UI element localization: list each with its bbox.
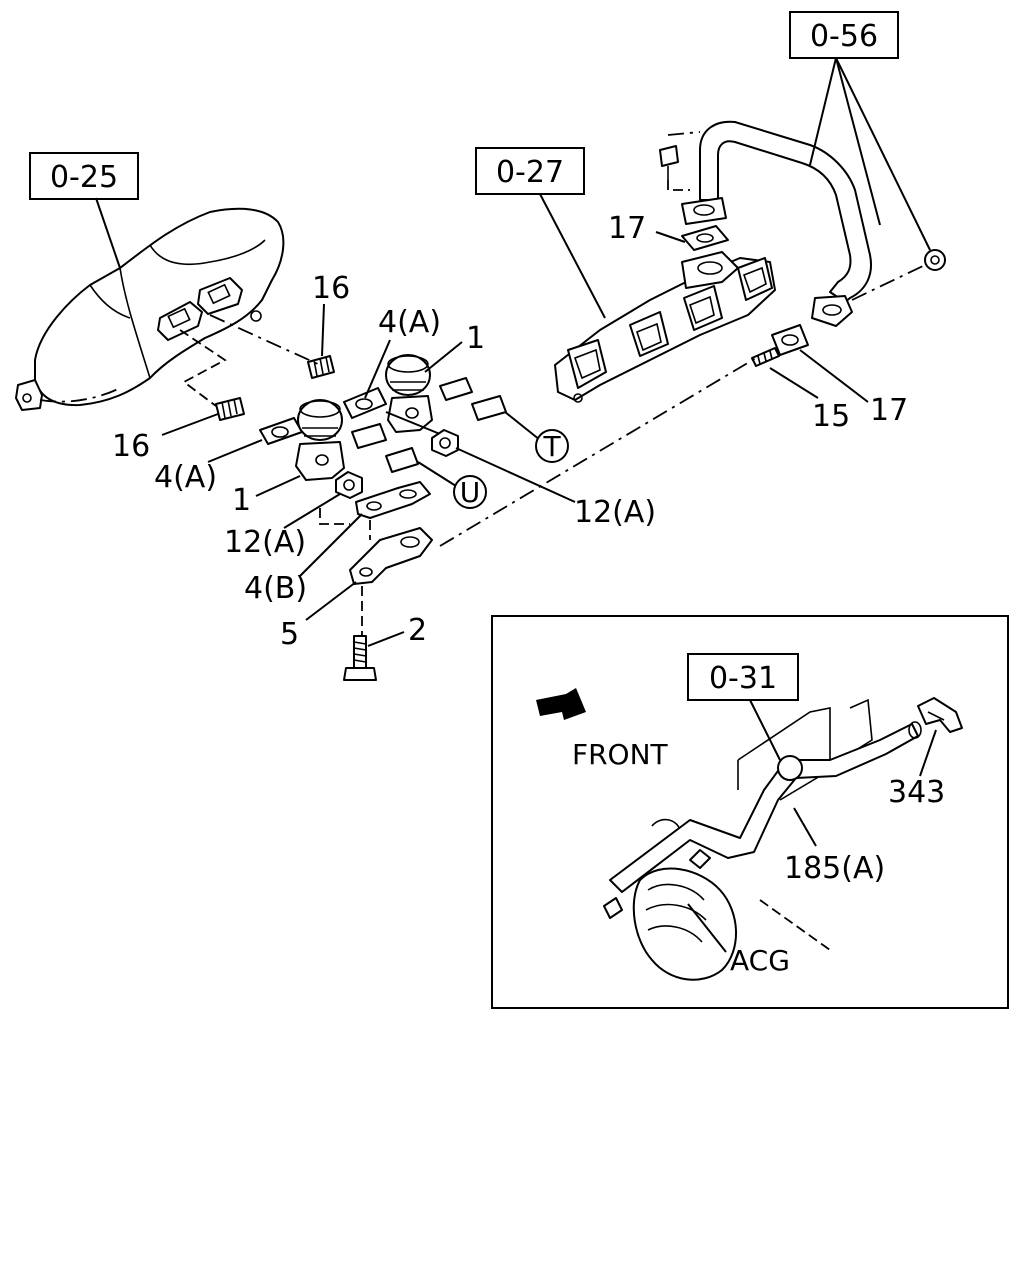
- ref-027-box[interactable]: 0-27: [475, 147, 585, 195]
- nut-12a-right: [431, 429, 459, 457]
- ref-027-label: 0-27: [496, 155, 564, 190]
- egr-valve-1-top: [385, 354, 433, 433]
- callout-4a-top: 4(A): [378, 305, 441, 340]
- hose-u-group: [351, 423, 457, 487]
- callout-15: 15: [812, 399, 850, 434]
- callout-17-top: 17: [608, 211, 646, 246]
- egr-pipe-drawing: [659, 120, 946, 327]
- stud-16-left: [215, 397, 245, 421]
- ref-031-label: 0-31: [709, 661, 777, 696]
- front-direction-arrow-icon: [536, 688, 586, 720]
- nut-12a-left: [335, 471, 363, 499]
- connector-t: T: [535, 429, 569, 463]
- callout-185a: 185(A): [784, 851, 885, 886]
- callout-16-left: 16: [112, 429, 150, 464]
- callout-12a-right: 12(A): [574, 495, 656, 530]
- gasket-17-top: [681, 225, 729, 251]
- callout-16-top: 16: [312, 271, 350, 306]
- gasket-4b: [355, 481, 431, 519]
- connector-u: U: [453, 475, 487, 509]
- connector-t-label: T: [542, 430, 561, 463]
- callout-1-left: 1: [232, 483, 251, 518]
- stud-15: [751, 347, 780, 367]
- ref-031-box[interactable]: 0-31: [687, 653, 799, 701]
- callout-17-right: 17: [870, 393, 908, 428]
- callout-4a-left: 4(A): [154, 460, 217, 495]
- callout-1-top: 1: [466, 321, 485, 356]
- connector-u-label: U: [460, 476, 481, 509]
- acg-label: ACG: [730, 944, 790, 977]
- callout-2: 2: [408, 613, 427, 648]
- hose-t-group: [385, 377, 541, 441]
- callout-5: 5: [280, 617, 299, 652]
- ref-056-box[interactable]: 0-56: [789, 11, 899, 59]
- ref-056-label: 0-56: [810, 19, 878, 54]
- intake-manifold-drawing: [15, 207, 285, 411]
- front-label: FRONT: [572, 738, 669, 771]
- bracket-5: [349, 527, 433, 585]
- inset-view: FRONT ACG 185(A) 343: [491, 615, 1009, 1009]
- ref-025-box[interactable]: 0-25: [29, 152, 139, 200]
- callout-12a-left: 12(A): [224, 525, 306, 560]
- stud-16-top: [307, 355, 335, 379]
- exhaust-manifold-drawing: [554, 251, 776, 403]
- gasket-17-right: [771, 324, 809, 356]
- callout-4b: 4(B): [244, 571, 307, 606]
- ref-025-label: 0-25: [50, 160, 118, 195]
- bolt-2: [343, 635, 377, 681]
- egr-valve-1-left: [295, 399, 345, 481]
- gasket-4a-top: [343, 387, 387, 419]
- gasket-4a-left: [259, 417, 303, 445]
- callout-343: 343: [888, 775, 945, 810]
